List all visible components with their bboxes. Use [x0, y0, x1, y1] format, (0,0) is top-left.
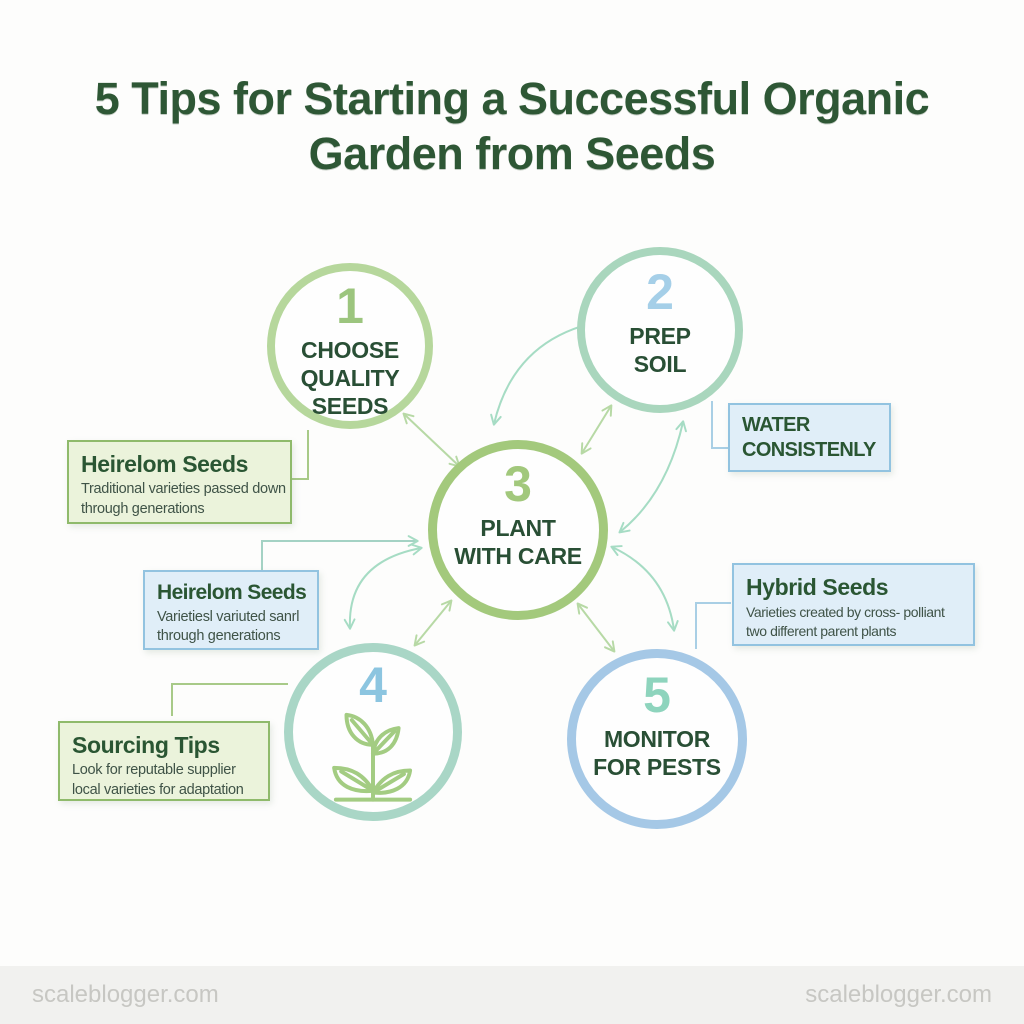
- node-choose-quality-seeds: 1 CHOOSE QUALITY SEEDS: [267, 263, 433, 429]
- footer-url-left: scaleblogger.com: [32, 981, 219, 1008]
- arrow-node3-node5-curve-right: [610, 545, 679, 632]
- arrow-node1-node3: [402, 412, 461, 468]
- node-number: 1: [336, 278, 364, 334]
- callout-body-line: local varieties for adaptation: [72, 781, 244, 798]
- arrow-node2-node3-curve-right: [618, 420, 687, 534]
- callout-body-line: two different parent plants: [746, 622, 897, 639]
- node-number: 3: [504, 456, 532, 512]
- callout-body-line: Varietiesl variuted sanrl: [157, 609, 300, 626]
- node-plant-with-care: 3 PLANT WITH CARE: [428, 440, 608, 620]
- node-label: CHOOSE QUALITY SEEDS: [301, 336, 400, 420]
- node-label: PLANT WITH CARE: [454, 514, 582, 570]
- connector-hybrid-seeds-box: [695, 602, 731, 649]
- callout-title-line: WATER: [742, 414, 810, 436]
- node-label-line: WITH CARE: [454, 543, 582, 570]
- arrow-node3-node4: [413, 599, 453, 647]
- callout-body: Varieties created by cross- polliant two…: [746, 603, 963, 640]
- node-label-line: QUALITY: [300, 365, 400, 392]
- arrow-node3-node5: [576, 602, 616, 653]
- callout-title: Hybrid Seeds: [746, 574, 889, 600]
- node-prep-soil: 2 PREP SOIL: [577, 247, 743, 413]
- node-label-line: PLANT: [480, 515, 556, 541]
- node-label-line: SOIL: [633, 351, 687, 378]
- connector-heirloom-green-box: [291, 430, 309, 480]
- node-label-line: FOR PESTS: [593, 754, 721, 781]
- connector-water-consistently-box: [711, 401, 728, 449]
- callout-water-consistently: WATER CONSISTENLY: [728, 403, 891, 472]
- callout-body-line: Look for reputable supplier: [72, 762, 236, 779]
- node-number: 4: [359, 657, 387, 713]
- arrow-node3-node4-curve-left: [343, 543, 423, 630]
- footer-bar: scaleblogger.com scaleblogger.com: [0, 966, 1024, 1024]
- callout-heirloom-seeds-green: Heirelom Seeds Traditional varieties pas…: [67, 440, 292, 524]
- node-label: MONITOR FOR PESTS: [593, 725, 721, 781]
- node-label: PREP SOIL: [629, 322, 691, 378]
- callout-body-line: Traditional varieties passed down: [81, 481, 286, 498]
- seedling-icon: [332, 712, 413, 802]
- node-number: 2: [646, 264, 674, 320]
- node-seedling: 4: [284, 643, 462, 821]
- callout-body-line: Varieties created by cross- polliant: [746, 604, 945, 621]
- callout-title-line: CONSISTENLY: [742, 439, 876, 461]
- callout-body: Look for reputable supplier local variet…: [72, 761, 258, 799]
- callout-title: Heirelom Seeds: [81, 451, 248, 477]
- node-label-line: PREP: [629, 323, 691, 349]
- callout-sourcing-tips: Sourcing Tips Look for reputable supplie…: [58, 721, 270, 801]
- node-label-line: CHOOSE: [301, 337, 399, 363]
- node-number: 5: [643, 667, 671, 723]
- node-label-line: SEEDS: [311, 393, 389, 420]
- connector-heirloom-blue-box: [261, 535, 419, 570]
- node-label-line: MONITOR: [603, 726, 711, 752]
- callout-heirloom-seeds-blue: Heirelom Seeds Varietiesl variuted sanrl…: [143, 570, 319, 650]
- connector-sourcing-tips-box: [171, 683, 288, 716]
- callout-hybrid-seeds: Hybrid Seeds Varieties created by cross-…: [732, 563, 975, 646]
- callout-title: Heirelom Seeds: [157, 581, 307, 604]
- callout-body-line: through generations: [157, 628, 281, 645]
- node-monitor-for-pests: 5 MONITOR FOR PESTS: [567, 649, 747, 829]
- callout-title: WATER CONSISTENLY: [742, 413, 879, 463]
- page-title: 5 Tips for Starting a Successful Organic…: [94, 73, 930, 179]
- arrow-node2-node3: [580, 404, 613, 455]
- callout-body-line: through generations: [81, 500, 205, 517]
- footer-url-right: scaleblogger.com: [805, 981, 992, 1008]
- callout-title: Sourcing Tips: [72, 732, 220, 758]
- callout-body: Varietiesl variuted sanrl through genera…: [157, 608, 307, 646]
- callout-body: Traditional varieties passed down throug…: [81, 480, 286, 518]
